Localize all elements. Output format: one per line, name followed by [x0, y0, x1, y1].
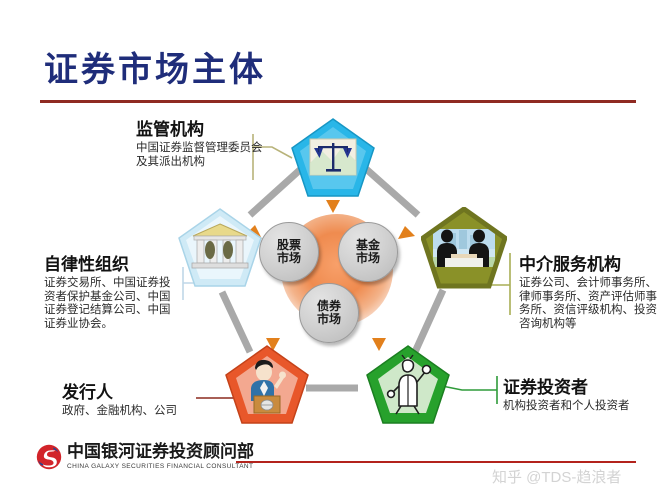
footer-company-cn: 中国银河证券投资顾问部 [67, 442, 254, 461]
label-regulator-desc: 中国证券监督管理委员会及其派出机构 [136, 142, 263, 168]
label-issuer-heading: 发行人 [62, 383, 113, 402]
page-title: 证券市场主体 [44, 52, 266, 89]
label-regulator: 监管机构 中国证券监督管理委员会及其派出机构 [136, 120, 264, 169]
investor-person-icon [386, 354, 432, 415]
market-label-line2: 市场 [276, 251, 301, 265]
handshake-icon [433, 229, 495, 267]
market-label-line2: 市场 [355, 251, 380, 265]
title-divider [40, 100, 636, 103]
node-issuer[interactable] [224, 344, 310, 426]
footer-divider [236, 461, 636, 463]
footer-logo: 中国银河证券投资顾问部 CHINA GALAXY SECURITIES FINA… [36, 443, 254, 471]
label-intermediary-desc: 证券公司、会计师事务所、律师事务所、资产评估师事务所、资信评级机构、投资咨询机构… [519, 277, 657, 330]
label-regulator-heading: 监管机构 [136, 120, 204, 139]
label-investor: 证券投资者 机构投资者和个人投资者 [503, 378, 643, 414]
node-sro[interactable] [177, 207, 263, 289]
arrow-bottom-right-icon [372, 338, 386, 351]
label-intermediary: 中介服务机构 证券公司、会计师事务所、律师事务所、资产评估师事务所、资信评级机构… [519, 255, 659, 331]
connector-regulator-to-intermediary [362, 165, 421, 218]
label-intermediary-heading: 中介服务机构 [519, 255, 621, 274]
label-sro-desc: 证券交易所、中国证券投资者保护基金公司、中国证券登记结算公司、中国证券业协会。 [44, 277, 171, 330]
arrow-bottom-left-icon [266, 338, 280, 351]
market-circle-fund: 基金 市场 [338, 222, 398, 282]
connector-issuer-to-sro [218, 290, 254, 354]
connector-sro-to-regulator [247, 165, 305, 218]
watermark-text: 知乎 @TDS-趋浪者 [492, 469, 622, 486]
label-sro: 自律性组织 证券交易所、中国证券投资者保护基金公司、中国证券登记结算公司、中国证… [44, 255, 176, 331]
label-issuer-desc: 政府、金融机构、公司 [62, 405, 177, 417]
node-investor[interactable] [365, 344, 451, 426]
label-investor-desc: 机构投资者和个人投资者 [503, 400, 630, 412]
market-circle-stock: 股票 市场 [259, 222, 319, 282]
leader-line-regulator [252, 134, 293, 180]
arrow-right-icon [398, 226, 415, 239]
market-circle-bond: 债券 市场 [299, 283, 359, 343]
market-label-line2: 市场 [316, 312, 341, 326]
node-regulator[interactable] [290, 117, 376, 199]
speaker-podium-icon [251, 359, 286, 414]
label-sro-heading: 自律性组织 [44, 255, 129, 274]
galaxy-swirl-logo-icon [36, 444, 62, 470]
node-intermediary[interactable] [421, 207, 507, 289]
arrow-top-icon [326, 200, 340, 213]
label-investor-heading: 证券投资者 [503, 378, 588, 397]
market-label-line1: 股票 [276, 238, 301, 252]
label-issuer: 发行人 政府、金融机构、公司 [62, 383, 192, 419]
bank-building-icon [191, 223, 249, 269]
footer-company-en: CHINA GALAXY SECURITIES FINANCIAL CONSUL… [67, 463, 254, 470]
market-label-line1: 债券 [316, 299, 341, 313]
connector-intermediary-to-investor [411, 288, 447, 354]
scales-of-justice-icon [309, 138, 357, 176]
market-label-line1: 基金 [355, 238, 380, 252]
